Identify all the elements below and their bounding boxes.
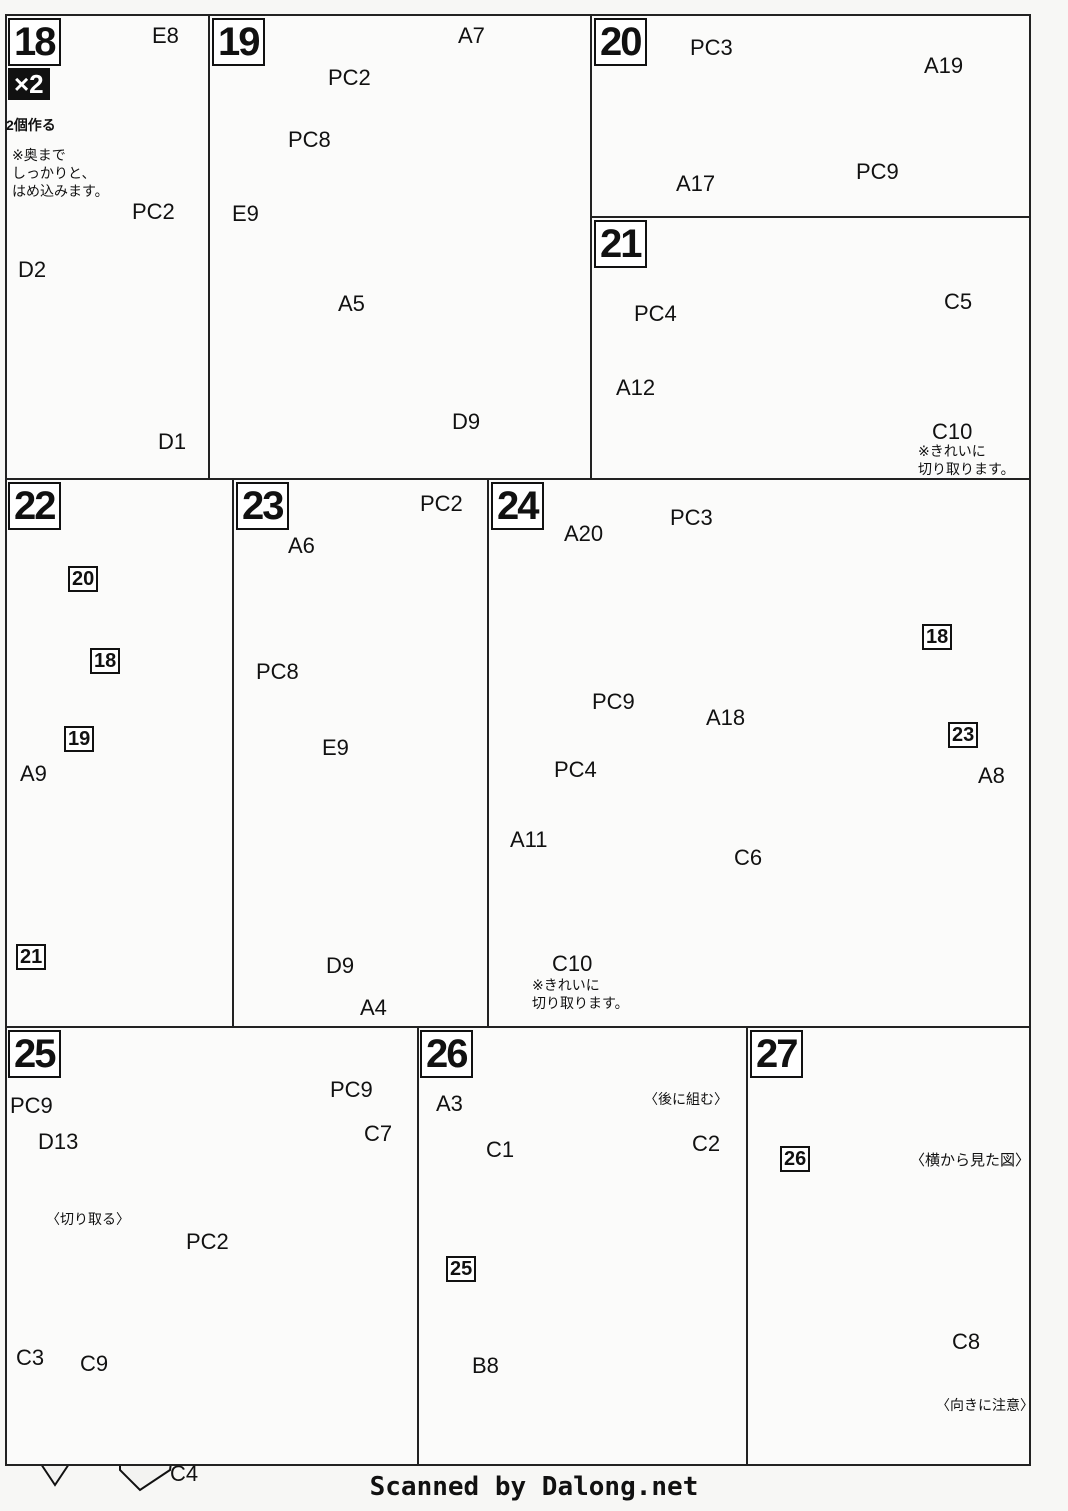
step-27-panel [746,1026,1031,1466]
label-e9: E9 [322,735,349,760]
label-c7: C7 [364,1121,393,1146]
label-d2: D2 [18,257,47,282]
step-20-panel [590,14,1031,218]
label-c8: C8 [952,1329,981,1354]
step18-note: ※奥まで しっかりと、 はめ込みます。 [12,147,109,199]
label-a19: A19 [924,53,964,78]
label-a4: A4 [360,995,387,1020]
label-a18: A18 [706,705,746,730]
label-pc4: PC4 [634,301,677,326]
label-c3: C3 [16,1345,45,1370]
ref-step-25: 25 [446,1256,477,1282]
make-two-note: 2個作る [6,117,56,133]
label-a9: A9 [20,761,47,786]
label-d9: D9 [452,409,481,434]
step-25-panel [5,1026,419,1466]
label-e8: E8 [152,23,179,48]
label-c2: C2 [692,1131,721,1156]
step-number-20: 20 [594,18,647,66]
label-pc3: PC3 [690,35,733,60]
step-number-21: 21 [594,220,647,268]
label-c1: C1 [486,1137,515,1162]
assemble-later-note: 〈後に組む〉 [644,1091,728,1107]
label-e9: E9 [232,201,259,226]
label-a6: A6 [288,533,315,558]
label-b8: B8 [472,1353,499,1378]
label-d1: D1 [158,429,187,454]
cut-note: 〈切り取る〉 [46,1211,130,1227]
step-23-panel [232,478,489,1028]
ref-step-26: 26 [780,1146,811,1172]
label-a3: A3 [436,1091,463,1116]
step-number-27: 27 [750,1030,803,1078]
multiplier-badge: ×2 [8,68,50,100]
label-pc8: PC8 [256,659,299,684]
label-c10: C10 [932,419,973,444]
step-number-23: 23 [236,482,289,530]
label-pc8: PC8 [288,127,331,152]
label-d9: D9 [326,953,355,978]
step-24-panel [487,478,1031,1028]
step-22-panel [5,478,234,1028]
step24-note: ※きれいに 切り取ります。 [532,977,629,1011]
orientation-caution-note: 〈向きに注意〉 [936,1397,1034,1413]
label-a5: A5 [338,291,365,316]
ref-step-21: 21 [16,944,47,970]
label-pc9: PC9 [592,689,635,714]
step21-note: ※きれいに 切り取ります。 [918,443,1015,477]
label-pc3: PC3 [670,505,713,530]
side-view-note: 〈横から見た図〉 [910,1152,1031,1169]
label-a11: A11 [510,827,548,852]
step-21-panel [590,216,1031,480]
ref-step-19: 19 [64,726,95,752]
step-19-panel [208,14,592,480]
step-26-panel [417,1026,748,1466]
label-pc9: PC9 [856,159,899,184]
label-d13: D13 [38,1129,79,1154]
label-a12: A12 [616,375,656,400]
step-number-26: 26 [420,1030,473,1078]
step-number-19: 19 [212,18,265,66]
ref-step-20: 20 [68,566,99,592]
step-number-25: 25 [8,1030,61,1078]
label-c9: C9 [80,1351,109,1376]
label-a20: A20 [564,521,604,546]
label-pc9-right: PC9 [330,1077,373,1102]
label-pc2: PC2 [186,1229,229,1254]
scan-credit: Scanned by Dalong.net [369,1472,699,1502]
label-a8: A8 [978,763,1005,788]
step-number-22: 22 [8,482,61,530]
label-pc9-left: PC9 [10,1093,53,1118]
label-pc2: PC2 [328,65,371,90]
step-number-18: 18 [8,18,61,66]
label-a17: A17 [676,171,716,196]
step-number-24: 24 [491,482,544,530]
label-pc2: PC2 [132,199,175,224]
label-c6: C6 [734,845,763,870]
ref-step-23: 23 [948,722,979,748]
label-c4: C4 [170,1461,199,1486]
ref-step-18: 18 [90,648,121,674]
label-c5: C5 [944,289,973,314]
ref-step-18: 18 [922,624,953,650]
label-pc2: PC2 [420,491,463,516]
label-c10: C10 [552,951,593,976]
label-a7: A7 [458,23,485,48]
label-pc4: PC4 [554,757,597,782]
